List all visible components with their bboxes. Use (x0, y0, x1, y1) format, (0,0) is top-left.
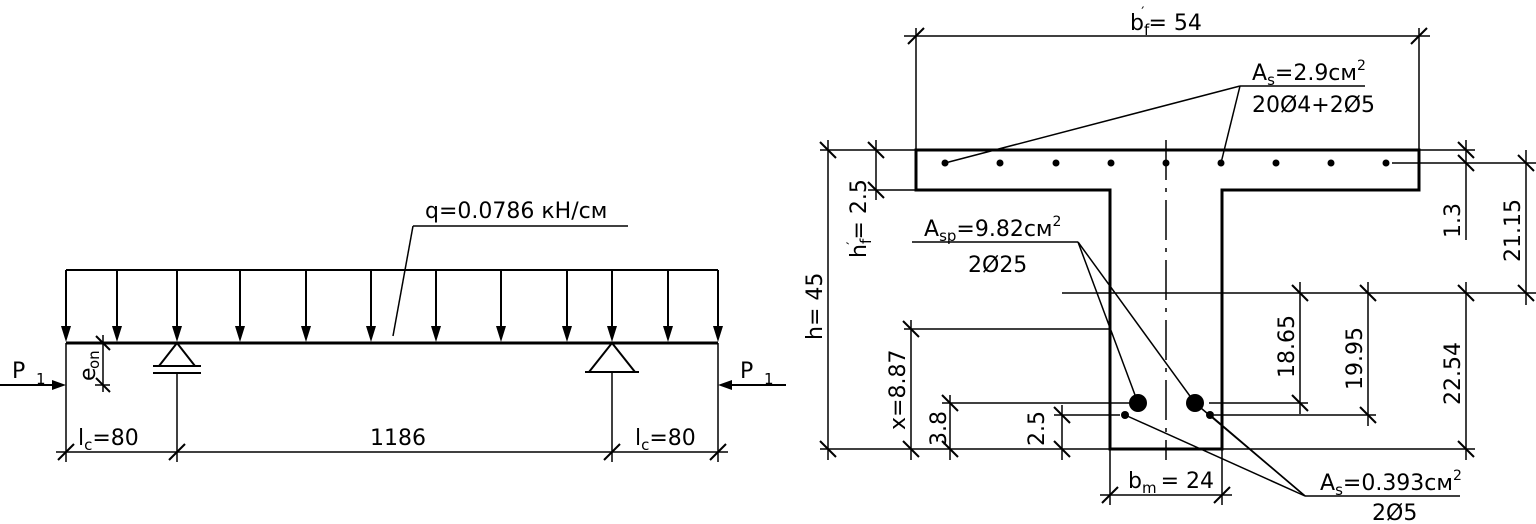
load-label: q=0.0786 кН/см (425, 199, 607, 224)
dim-bf: bf′= 54 (904, 5, 1430, 150)
dim-2115: 21.15 (1062, 150, 1536, 305)
force-left-sub: 1 (36, 370, 46, 388)
dim-38: 3.8 (927, 394, 1130, 460)
dim-x: x=8.87 (886, 320, 1110, 460)
dim-h-label: h= 45 (803, 273, 828, 340)
load-leader (392, 225, 414, 337)
dim-bm: bm= 24 (1100, 449, 1232, 505)
as-top-bars: 20Ø4+2Ø5 (1252, 93, 1375, 118)
dim-1995: 19.95 (1214, 282, 1377, 426)
dim-hf: hf′= 2.5 (845, 140, 916, 258)
eccentricity-dimension: e on (76, 335, 111, 393)
force-right-label: P (740, 359, 753, 384)
section-outline (914, 148, 1421, 451)
right-support (585, 341, 639, 373)
dim-mid: 1186 (370, 426, 426, 451)
beam-dimension-chain: lc=80 1186 lc=80 (56, 343, 728, 462)
asp-bars: 2Ø25 (968, 253, 1027, 278)
dim-right-main: lc=80 (635, 426, 696, 454)
dim-2254: 22.54 (1222, 282, 1475, 460)
bottom-small-bars (1121, 411, 1214, 419)
dim-1865-label: 18.65 (1275, 315, 1300, 378)
eccentricity-label: e (76, 367, 101, 381)
dim-13: 1.3 (1392, 140, 1475, 240)
as-bottom-label: As=0.393см2 (1320, 468, 1462, 499)
dim-25-label: 2.5 (1025, 411, 1050, 446)
dim-hf-label: hf′= 2.5 (845, 179, 875, 258)
beam-scheme: q=0.0786 кН/см P 1 P 1 (0, 199, 786, 462)
as-bottom-bars: 2Ø5 (1372, 501, 1417, 524)
label-as-bottom: As=0.393см2 2Ø5 (1124, 402, 1462, 524)
force-left-label: P (12, 359, 25, 384)
load-arrows (61, 270, 723, 342)
dim-25: 2.5 (1025, 405, 1120, 460)
top-reinforcement (941, 159, 1390, 167)
dim-2254-label: 22.54 (1441, 342, 1466, 405)
dim-13-label: 1.3 (1441, 203, 1466, 238)
dim-2115-label: 21.15 (1501, 199, 1526, 262)
eccentricity-sub: on (85, 350, 103, 369)
label-as-top: As=2.9см2 20Ø4+2Ø5 (944, 58, 1375, 164)
dim-bm-label: bm= 24 (1128, 469, 1214, 497)
as-top-label: As=2.9см2 (1252, 58, 1366, 89)
dim-left-main: lc=80 (78, 426, 139, 454)
dim-1865: 18.65 (1209, 282, 1309, 414)
asp-label: Asp=9.82см2 (924, 214, 1061, 245)
dim-x-label: x=8.87 (886, 350, 911, 430)
dim-1995-label: 19.95 (1343, 327, 1368, 390)
label-asp: Asp=9.82см2 2Ø25 (912, 214, 1196, 404)
dim-h: h= 45 (803, 140, 1110, 460)
force-right-sub: 1 (764, 370, 774, 388)
force-right: P 1 (718, 359, 786, 390)
t-section: bf′= 54 As=2.9см2 20Ø4+2Ø5 h= 45 hf′= 2.… (803, 5, 1536, 524)
dim-bf-label: bf′= 54 (1130, 5, 1202, 39)
dim-38-label: 3.8 (927, 411, 952, 446)
left-support (153, 341, 201, 374)
force-left: P 1 (0, 359, 66, 390)
